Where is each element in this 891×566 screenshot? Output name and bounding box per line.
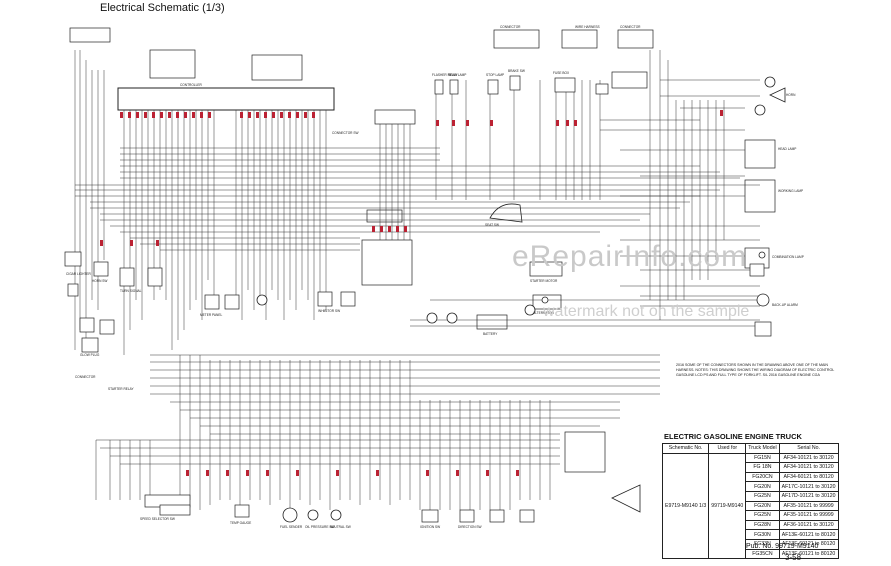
serial-cell: AF35-10121 to 99999: [778, 510, 839, 521]
model-cell: FG35CN: [745, 548, 780, 560]
component-label: COMBINATION LAMP: [772, 255, 804, 259]
component-label: CONNECTOR: [620, 25, 641, 29]
component-label: HORN SW: [92, 279, 107, 283]
component-label: SPEED SELECTOR SW: [140, 517, 175, 521]
connector-block: [374, 109, 416, 125]
connector-block: [611, 71, 648, 89]
connector-block: [149, 49, 196, 79]
model-cell: FG25N: [745, 510, 780, 521]
component-label: TURN SIGNAL: [120, 289, 142, 293]
lamp-block: [744, 139, 776, 169]
serial-cell: AF17C-10121 to 30120: [778, 481, 839, 492]
model-cell: FG15N: [745, 452, 780, 464]
component-label: DIRECTION SW: [458, 525, 482, 529]
serial-cell: AF35-10121 to 99999: [778, 500, 839, 512]
connector-pins: [100, 110, 723, 476]
table-header-row: Schematic No. Used for Truck Model Seria…: [661, 443, 839, 454]
connector-block: [564, 431, 606, 473]
component-label: STOP LAMP: [486, 73, 504, 77]
component-label: TEMP GAUGE: [230, 521, 251, 525]
watermark-sub: watermark not on the sample: [543, 303, 750, 320]
model-cell: FG20CN: [745, 471, 780, 483]
schematic-note: 2016 SOME OF THE CONNECTORS SHOWN IN THE…: [676, 363, 835, 377]
model-table: Schematic No. Used for Truck Model Seria…: [661, 443, 839, 560]
table-row: E9719-M9140 1/3 99719-M9140 FG15N AF34-1…: [661, 452, 839, 560]
component-blocks: [64, 75, 772, 523]
component-label: INHIBITOR SW: [318, 309, 340, 313]
component-label: STARTER MOTOR: [530, 279, 558, 283]
table-title: ELECTRIC GASOLINE ENGINE TRUCK: [664, 432, 802, 441]
ecu-bar: [117, 87, 335, 111]
component-label: HEAD LAMP: [778, 147, 796, 151]
battery-symbol: [476, 314, 508, 330]
connector-block: [493, 29, 540, 49]
connector-block: [69, 27, 111, 43]
used-for-cell: 99719-M9140: [708, 452, 747, 560]
connector-block: [617, 29, 654, 49]
component-label: BRAKE SW: [508, 69, 525, 73]
connector-block: [251, 54, 303, 81]
component-label: CONNECTOR: [75, 375, 96, 379]
serial-cell: AF17D-10121 to 30120: [778, 490, 839, 502]
watermark: eRepairInfo.com: [512, 240, 748, 273]
model-cell: FG25N: [745, 490, 780, 502]
serial-cell: AF36-10121 to 30120: [778, 519, 839, 531]
col-schematic: Schematic No.: [661, 443, 710, 454]
truck-model-table: ELECTRIC GASOLINE ENGINE TRUCK Schematic…: [661, 430, 839, 560]
ground-triangle: [611, 484, 641, 513]
component-label: CONNECTOR SW: [332, 131, 359, 135]
schematic-no-cell: E9719-M9140 1/3: [661, 452, 710, 560]
component-label: WIRE HARNESS: [575, 25, 600, 29]
component-label: ALTERNATOR: [533, 311, 555, 315]
component-label: IGNITION SW: [420, 525, 440, 529]
model-cell: FG30N: [745, 529, 780, 540]
alternator-symbol: [532, 294, 562, 310]
col-serial: Serial No.: [778, 443, 839, 454]
model-cell: FG20N: [745, 500, 780, 512]
component-label: WORKING LAMP: [778, 189, 803, 193]
component-label: SEAT SW: [485, 223, 499, 227]
connector-block: [361, 239, 413, 286]
component-label: CIGAR LIGHTER: [66, 272, 91, 276]
col-used-for: Used for: [708, 443, 747, 454]
component-label: NEUTRAL SW: [330, 525, 351, 529]
component-label: GLOW PLUG: [80, 353, 100, 357]
col-truck-model: Truck Model: [745, 443, 780, 454]
component-label: CONNECTOR: [500, 25, 521, 29]
serial-cell: AF34-10121 to 30120: [778, 452, 839, 464]
serial-cell: AF13E-60121 to 80120: [778, 529, 839, 540]
component-label: BACK-UP ALARM: [772, 303, 798, 307]
component-label: METER PANEL: [200, 313, 222, 317]
component-label: STARTER RELAY: [108, 387, 135, 391]
serial-cell: AF34-10121 to 30120: [778, 462, 839, 473]
component-label: CONTROLLER: [180, 83, 202, 87]
page-title: Electrical Schematic (1/3): [100, 2, 225, 14]
connector-block: [366, 209, 403, 223]
component-label: OIL PRESSURE SW: [305, 525, 334, 529]
serial-cell: AF34-60121 to 80120: [778, 471, 839, 483]
component-label: FLASHER RELAY: [432, 73, 459, 77]
horn-symbol: [769, 87, 786, 103]
component-label: BATTERY: [483, 332, 498, 336]
model-cell: FG20N: [745, 481, 780, 492]
component-label: FUSE BOX: [553, 71, 570, 75]
model-cell: FG 18N: [745, 462, 780, 473]
seat-switch-symbol: [489, 203, 523, 223]
wire-harness-vertical: [74, 50, 725, 510]
component-label: REAR LAMP: [448, 73, 466, 77]
round-components: [256, 76, 776, 523]
connector-block: [561, 29, 598, 49]
component-label: HORN: [786, 93, 796, 97]
page-number: 3-58: [785, 553, 802, 562]
model-cell: FG28N: [745, 519, 780, 531]
publication-number: Pub. No. 99719-M9140: [746, 543, 819, 550]
serial-cell: AF13F-60121 to 80120: [778, 548, 839, 560]
starter-symbol: [529, 261, 563, 277]
component-label: FUEL SENDER: [280, 525, 303, 529]
